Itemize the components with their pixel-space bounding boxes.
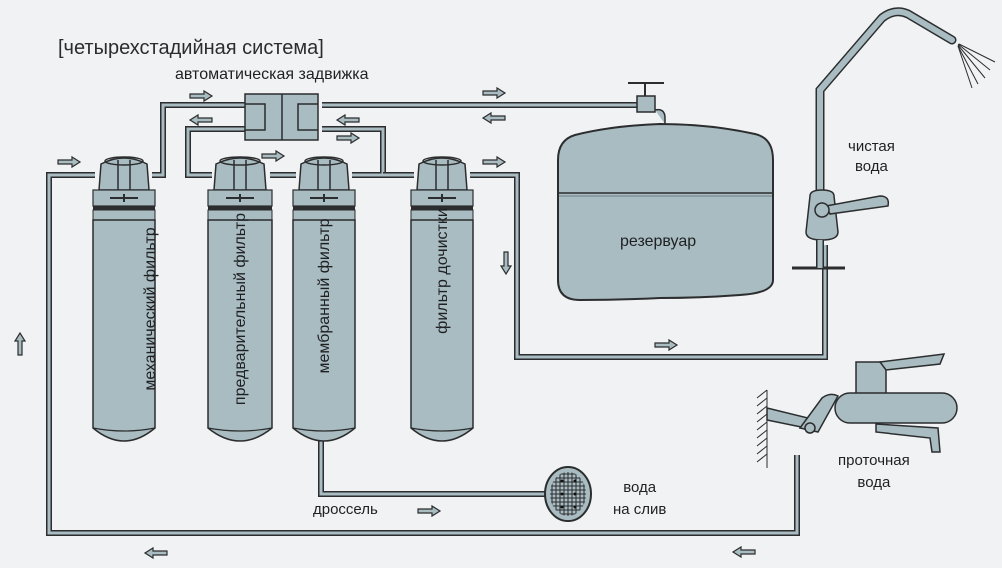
filter-label-final: фильтр дочистки (434, 208, 451, 334)
valve-label: автоматическая задвижка (175, 66, 369, 83)
pipes (46, 102, 828, 536)
flow-arrow-right-icon (57, 155, 82, 169)
flow-arrow-up-icon (13, 331, 27, 356)
choke-label: дроссель (313, 501, 378, 518)
drain-grate (544, 466, 592, 522)
filter-final (410, 156, 474, 442)
tap-water-label-line1: проточная (838, 452, 910, 469)
mixer-spout (875, 423, 941, 453)
diagram-title: [четырехстадийная система] (58, 37, 324, 59)
storage-tank (557, 82, 774, 302)
tank-label: резервуар (620, 233, 697, 250)
clean-water-label-line1: чистая (848, 138, 895, 155)
filters (92, 156, 474, 442)
tap-water-mixer (756, 353, 958, 468)
tap-water-label: проточная вода (838, 450, 910, 494)
flow-arrow-left-icon (731, 545, 756, 559)
clean-water-label: чистая вода (848, 137, 895, 177)
automatic-valve (244, 93, 319, 141)
flow-arrow-left-icon (143, 546, 168, 560)
flow-arrow-left-icon (481, 111, 506, 125)
flow-arrow-right-icon (261, 149, 286, 163)
tap-water-label-line2: вода (857, 474, 891, 491)
filter-membrane (292, 156, 356, 442)
clean-water-faucet (792, 7, 996, 270)
filter-cap (416, 157, 468, 191)
water-spray-icon (957, 43, 996, 89)
filter-cap (98, 157, 150, 191)
drain-label: вода на слив (613, 477, 666, 521)
mixer-lever (878, 353, 946, 371)
flow-arrow-right-icon (417, 504, 442, 518)
filter-label-prefilter: предварительный фильтр (232, 212, 249, 406)
flow-arrow-right-icon (482, 155, 507, 169)
flow-arrow-down-icon (499, 251, 513, 276)
filter-cap (298, 157, 350, 191)
wall-hatch (756, 389, 768, 468)
flow-arrow-right-icon (654, 338, 679, 352)
tank-valve (636, 95, 656, 113)
drain-label-line2: на слив (613, 501, 667, 518)
pipe-drain (318, 440, 545, 497)
filter-cap (213, 157, 267, 191)
filter-mechanical (92, 156, 156, 442)
flow-arrow-left-icon (188, 113, 213, 127)
drain-label-line1: вода (623, 479, 657, 496)
filter-prefilter (207, 156, 273, 442)
flow-arrow-right-icon (336, 131, 361, 145)
flow-arrow-right-icon (482, 86, 507, 100)
clean-water-label-line2: вода (854, 158, 888, 175)
flow-arrow-left-icon (335, 113, 360, 127)
flow-arrow-right-icon (189, 89, 214, 103)
tank-body (557, 122, 774, 302)
faucet-handle (824, 195, 890, 215)
filter-label-mechanical: механический фильтр (142, 227, 159, 391)
flow-arrows (13, 86, 756, 560)
filter-label-membrane: мембранный фильтр (316, 218, 333, 374)
